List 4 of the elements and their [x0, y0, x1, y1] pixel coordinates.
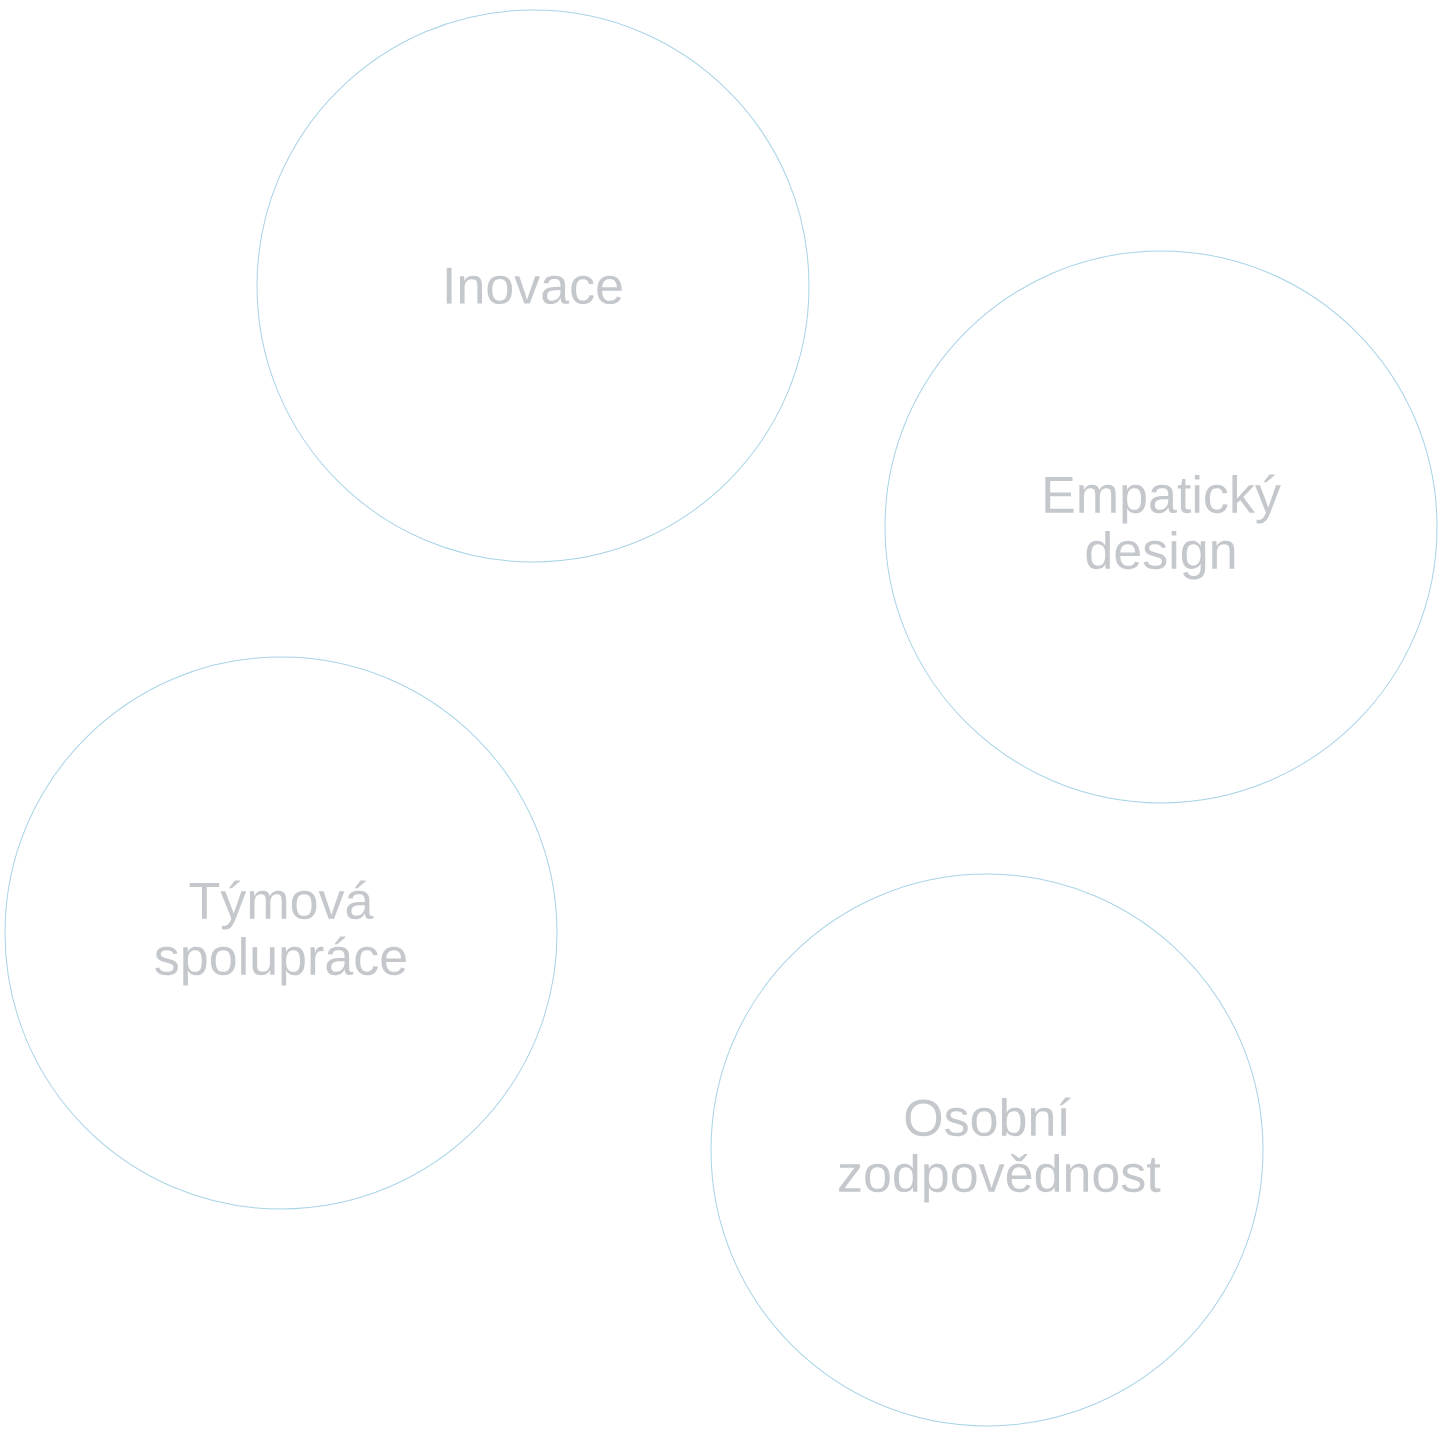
circle-node: Týmová spolupráce [4, 656, 558, 1210]
circle-node: Osobní zodpovědnost [710, 873, 1264, 1427]
circle-node: Inovace [256, 9, 810, 563]
circle-node: Empatický design [884, 250, 1438, 804]
